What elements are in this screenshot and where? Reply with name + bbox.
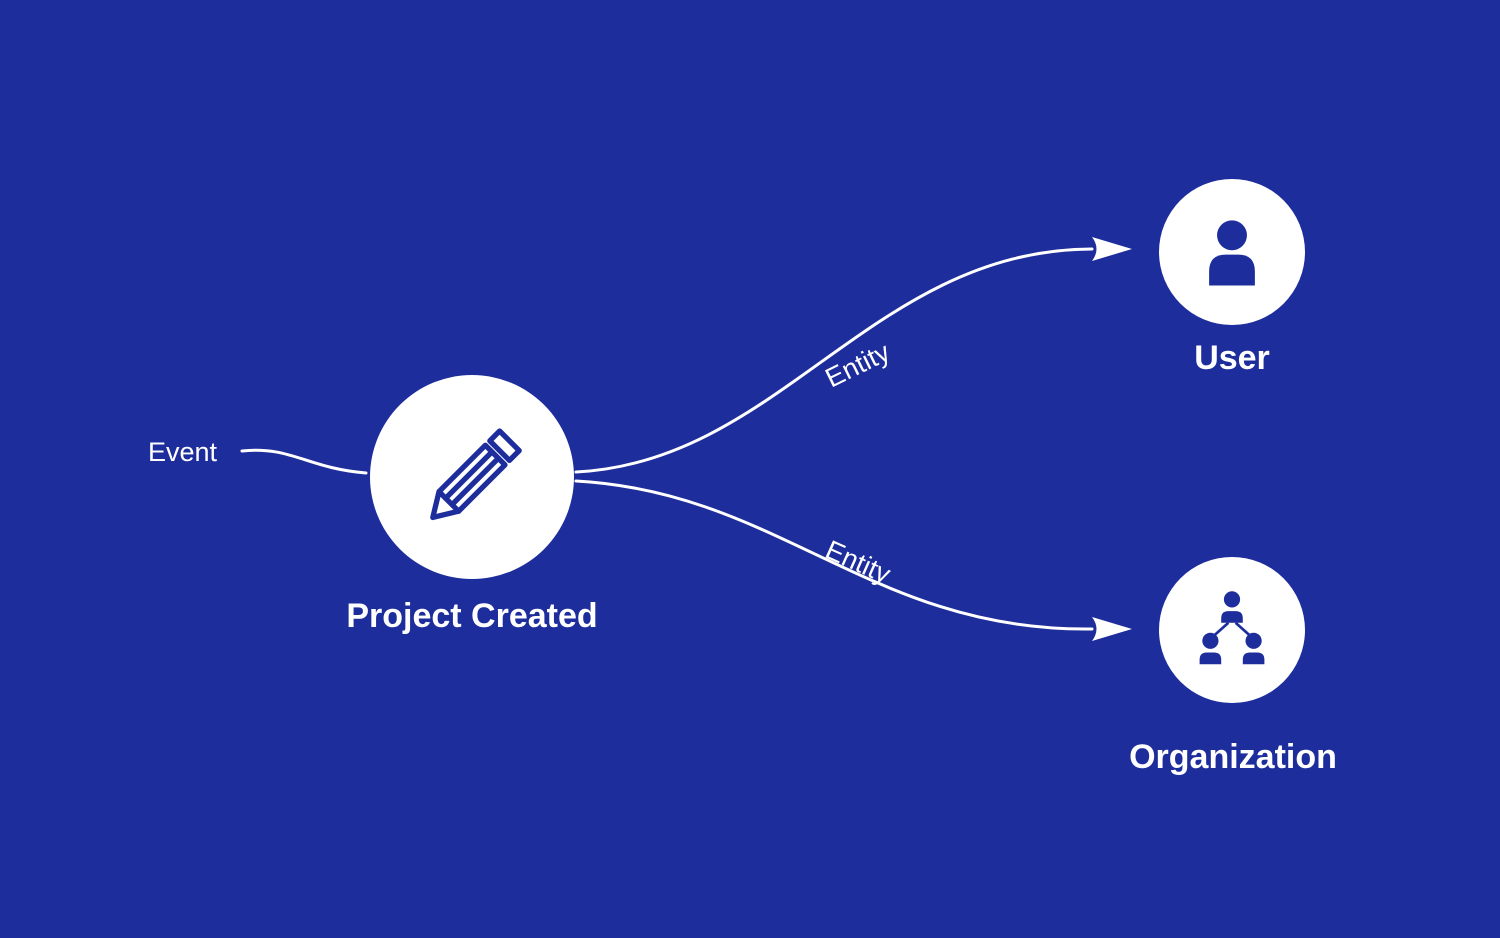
node-user: [1159, 179, 1305, 325]
edge-center-to-user: [574, 247, 1094, 474]
arrowhead-organization: [1092, 617, 1132, 641]
edge-event-to-center: [240, 448, 368, 475]
arrowhead-user: [1092, 237, 1132, 261]
user-icon: [1188, 208, 1276, 296]
node-label-organization: Organization: [1129, 738, 1337, 776]
node-label-user: User: [1194, 339, 1270, 377]
pencil-icon: [409, 414, 535, 540]
node-project-created: [370, 375, 574, 579]
edge-center-to-organization: [574, 479, 1094, 631]
event-label: Event: [148, 437, 218, 467]
node-label-project-created: Project Created: [346, 597, 598, 635]
organization-icon: [1187, 585, 1277, 675]
node-organization: [1159, 557, 1305, 703]
